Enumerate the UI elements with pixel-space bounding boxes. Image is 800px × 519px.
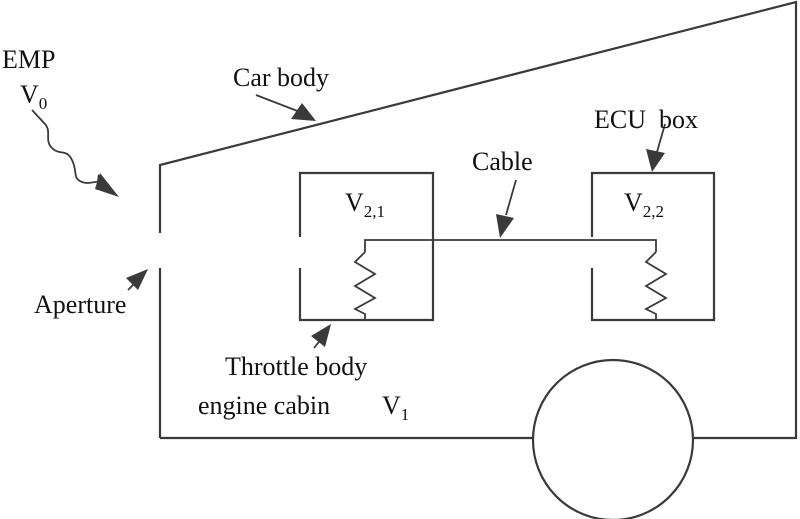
cable-label: Cable (472, 147, 533, 176)
car-body-arrowhead-icon (291, 103, 316, 121)
emp-label: EMP (2, 45, 55, 74)
v0-label: V0 (20, 80, 47, 113)
emp-wave (31, 109, 105, 184)
v22-subscript: 2,2 (643, 202, 664, 221)
v1-subscript: 1 (401, 405, 410, 424)
v22-main: V (624, 188, 643, 217)
v0-subscript: 0 (39, 94, 48, 113)
ecu-pointer (656, 123, 666, 153)
throttle-box-top (298, 171, 435, 322)
v22-label: V2,2 (624, 188, 664, 221)
car-body (158, 0, 798, 440)
throttle-body-box (298, 171, 435, 322)
ecu-arrowhead-icon (646, 149, 665, 172)
engine-cabin-label: engine cabin (198, 391, 330, 420)
v1-label: V1 (382, 391, 409, 424)
v21-subscript: 2,1 (364, 202, 385, 221)
throttle-arrowhead-icon (311, 324, 331, 347)
car-body-label: Car body (233, 63, 329, 92)
throttle-body-label: Throttle body (225, 352, 367, 381)
car-body-upper-left-side (158, 0, 798, 440)
cable (364, 239, 657, 252)
v21-label: V2,1 (345, 188, 385, 221)
emp-arrowhead-fill-icon (95, 173, 119, 197)
aperture-label: Aperture (34, 290, 126, 319)
cable-arrowhead-icon (496, 214, 514, 238)
aperture-arrowhead-icon (126, 269, 148, 290)
resistor-1 (353, 251, 377, 320)
ecu-box-outline (590, 171, 716, 322)
cable-pointer (505, 179, 517, 216)
v1-main: V (382, 391, 401, 420)
wheel (531, 358, 695, 519)
v0-main: V (20, 80, 39, 109)
ecu-box (590, 171, 716, 322)
resistor-2 (644, 251, 668, 320)
car-body-pointer (255, 94, 301, 113)
v21-main: V (345, 188, 364, 217)
ecu-box-label: ECU box (594, 105, 698, 134)
